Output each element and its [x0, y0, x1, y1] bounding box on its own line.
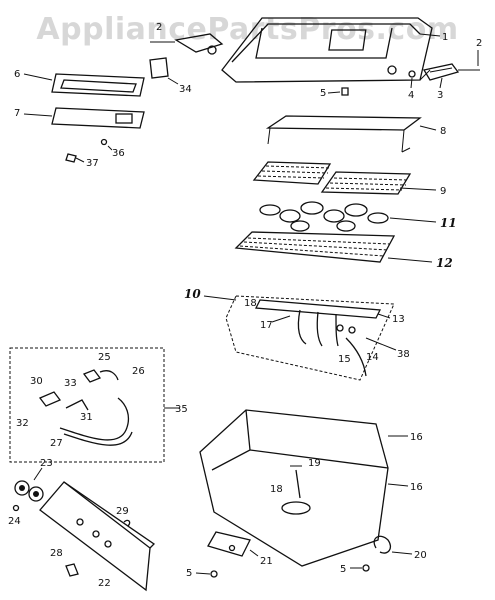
callout-37: 37: [86, 158, 99, 169]
callout-2-right: 2: [476, 38, 482, 49]
callout-36: 36: [112, 148, 125, 159]
valve-hose-group: [9, 347, 165, 463]
callout-5-bottom-right: 5: [340, 564, 346, 575]
callout-30: 30: [30, 376, 43, 387]
callout-11: 11: [440, 216, 457, 230]
cooking-grid-part: [252, 161, 412, 195]
callout-25: 25: [98, 352, 111, 363]
control-panel-part: [39, 481, 156, 592]
bracket-part: [207, 531, 251, 557]
callout-33: 33: [64, 378, 77, 389]
window-glass-part: [51, 107, 145, 129]
handle-part: [408, 63, 480, 81]
callout-15: 15: [338, 354, 351, 365]
callout-14: 14: [366, 352, 379, 363]
callout-18-bottom: 18: [270, 484, 283, 495]
callout-29: 29: [116, 506, 129, 517]
lid-part: [221, 17, 433, 83]
callout-10: 10: [184, 287, 201, 301]
callout-35: 35: [175, 404, 188, 415]
callout-22: 22: [98, 578, 111, 589]
callout-6: 6: [14, 69, 20, 80]
callout-34: 34: [179, 84, 192, 95]
callout-19: 19: [308, 458, 321, 469]
callout-21: 21: [260, 556, 273, 567]
callout-2-left: 2: [156, 22, 162, 33]
igniter-part: [65, 563, 79, 577]
callout-23: 23: [40, 458, 53, 469]
callout-9: 9: [440, 186, 446, 197]
rock-grate-part: [234, 231, 396, 263]
firebox-part: [199, 409, 389, 567]
callout-32: 32: [16, 418, 29, 429]
callout-13: 13: [392, 314, 405, 325]
lava-rock-part: [259, 201, 389, 232]
callout-16-top: 16: [410, 432, 423, 443]
burner-assembly-part: [225, 295, 395, 381]
callout-7: 7: [14, 108, 20, 119]
screw-part: [123, 519, 131, 527]
callout-31: 31: [80, 412, 93, 423]
warming-rack-part: [265, 115, 422, 153]
clip-part: [373, 535, 392, 554]
callout-1: 1: [442, 32, 448, 43]
callout-4: 4: [408, 90, 414, 101]
callout-16-right: 16: [410, 482, 423, 493]
callout-24: 24: [8, 516, 21, 527]
callout-27: 27: [50, 438, 63, 449]
callout-18-top: 18: [244, 298, 257, 309]
callout-8: 8: [440, 126, 446, 137]
callout-26: 26: [132, 366, 145, 377]
callout-28: 28: [50, 548, 63, 559]
callout-12: 12: [436, 256, 453, 270]
callout-3: 3: [437, 90, 443, 101]
callout-17: 17: [260, 320, 273, 331]
callout-5-top: 5: [320, 88, 326, 99]
callout-38: 38: [397, 349, 410, 360]
callout-20: 20: [414, 550, 427, 561]
window-frame-part: [51, 73, 145, 97]
knob-part: [14, 480, 44, 502]
callout-5-bottom-left: 5: [186, 568, 192, 579]
